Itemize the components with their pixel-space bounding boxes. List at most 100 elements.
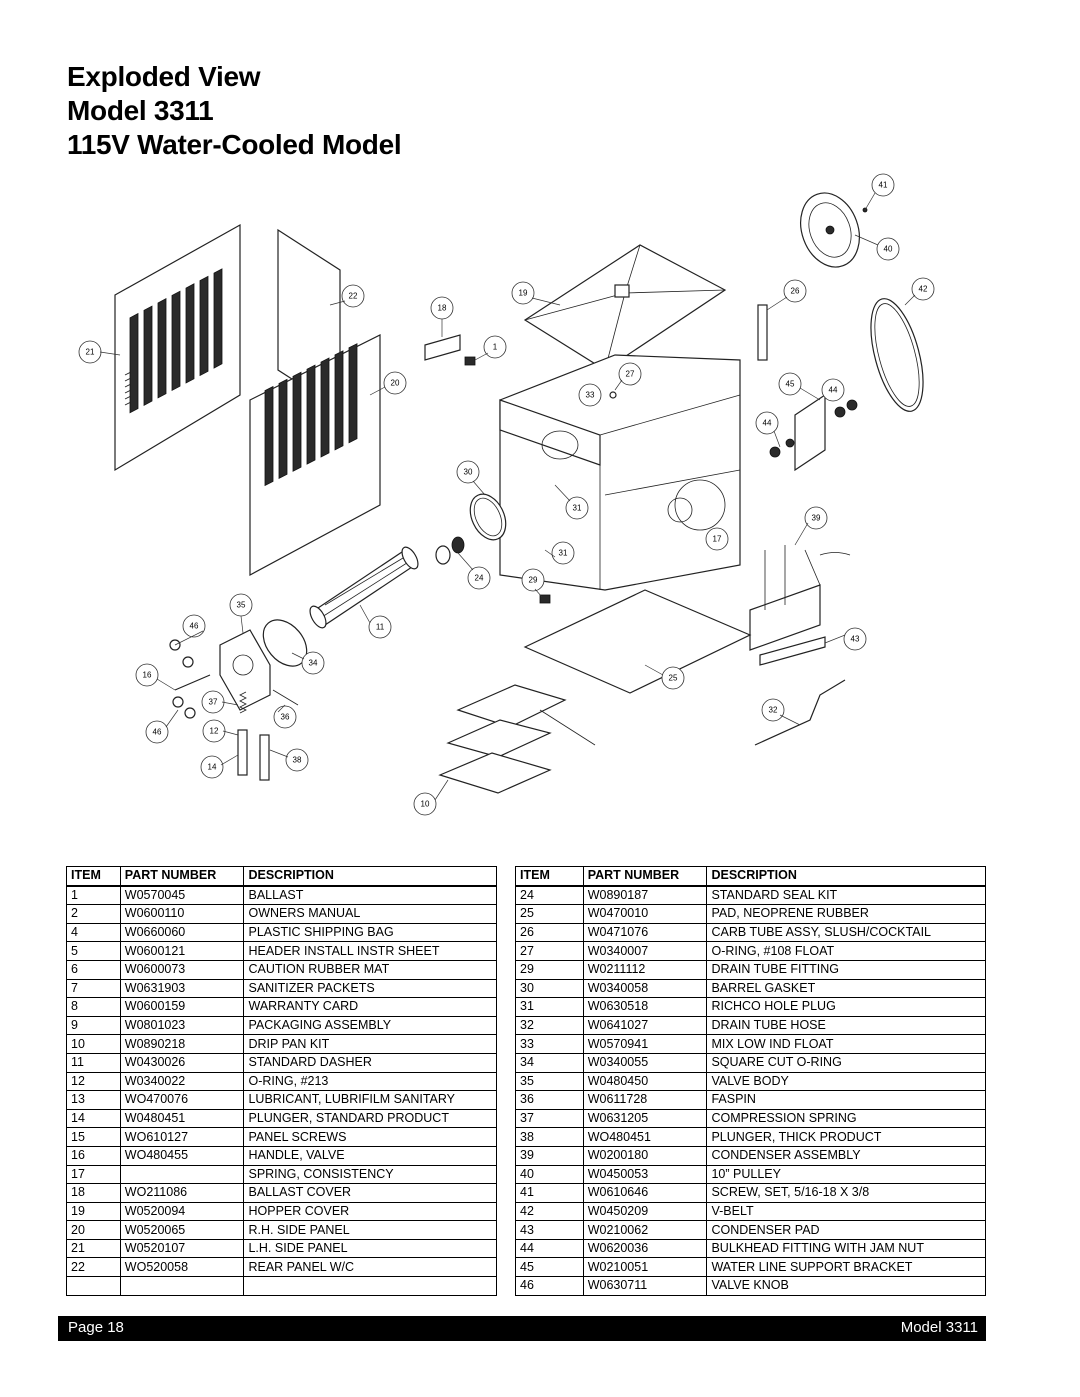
cell-description: LUBRICANT, LUBRIFILM SANITARY [243,1090,497,1110]
right-side-panel-drawing [249,334,381,577]
spring-plunger-drawing [237,689,299,781]
cell-item: 26 [515,922,584,943]
cell-description: DRIP PAN KIT [243,1034,497,1054]
callout-29: 29 [521,568,545,592]
cell-part-number [119,1276,245,1296]
callout-35: 35 [229,593,253,617]
cell-item: 6 [66,959,121,980]
cell-description: SQUARE CUT O-RING [706,1052,986,1073]
callout-22: 22 [341,284,365,308]
callout-14: 14 [200,755,224,779]
callout-label: 38 [293,756,302,765]
cell-item: 21 [66,1238,121,1259]
cell-description: CAUTION RUBBER MAT [243,959,497,980]
page-footer: Page 18 Model 3311 [58,1316,986,1341]
header-part-number: PART NUMBER [119,865,245,887]
cell-part-number: W0600121 [119,941,245,961]
callout-12: 12 [202,719,226,743]
cell-item: 30 [515,978,584,999]
callout-label: 18 [438,304,447,313]
cell-item: 31 [515,997,584,1017]
cell-part-number: W0471076 [582,922,708,943]
callout-label: 32 [769,706,778,715]
cell-part-number: W0430026 [119,1052,245,1073]
exploded-view-diagram: 41 40 42 26 19 22 18 1 21 20 27 33 45 44… [78,173,935,816]
callout-label: 21 [86,348,95,357]
callout-33: 33 [578,383,602,407]
cell-description: WATER LINE SUPPORT BRACKET [706,1257,986,1278]
callout-label: 31 [559,549,568,558]
cell-part-number: W0520065 [119,1220,245,1240]
callout-31: 31 [565,496,589,520]
cell-item: 34 [515,1052,584,1073]
cell-part-number: W0470010 [582,904,708,924]
cell-part-number: W0890187 [582,885,708,906]
cell-part-number: W0611728 [582,1090,708,1110]
barrel-gasket-drawing [469,493,507,541]
callout-44: 44 [755,411,779,435]
callout-label: 11 [376,623,385,632]
callout-46: 46 [145,720,169,744]
cell-description: DRAIN TUBE HOSE [706,1015,986,1036]
cell-item: 4 [66,922,121,943]
callout-label: 20 [391,379,400,388]
cell-item: 5 [66,941,121,961]
cell-item: 32 [515,1015,584,1036]
cell-item [66,1276,121,1296]
cell-part-number: W0631205 [582,1108,708,1129]
cell-item: 15 [66,1127,121,1147]
callout-36: 36 [273,705,297,729]
callout-16: 16 [135,663,159,687]
callout-30: 30 [456,460,480,484]
callout-label: 36 [281,713,290,722]
cell-description: VALVE KNOB [706,1276,986,1296]
cell-item: 46 [515,1276,584,1296]
cell-description: STANDARD DASHER [243,1052,497,1073]
callout-26: 26 [783,279,807,303]
cell-description: COMPRESSION SPRING [706,1108,986,1129]
callout-label: 30 [464,468,473,477]
callout-label: 41 [879,181,888,190]
cell-item: 38 [515,1127,584,1147]
cell-part-number: W0641027 [582,1015,708,1036]
cell-item: 44 [515,1238,584,1259]
cell-description: PLUNGER, STANDARD PRODUCT [243,1108,497,1129]
callout-40: 40 [876,237,900,261]
cell-description: WARRANTY CARD [243,997,497,1017]
cell-description: SCREW, SET, 5/16-18 X 3/8 [706,1183,986,1203]
title-line-3: 115V Water-Cooled Model [67,129,402,160]
water-line-bracket-drawing [769,393,858,472]
callout-39: 39 [804,506,828,530]
cell-item: 40 [515,1164,584,1185]
callout-label: 43 [851,635,860,644]
valve-knob-drawing [169,639,196,719]
cell-part-number: W0631903 [119,978,245,999]
callout-label: 14 [208,763,217,772]
cell-part-number [119,1164,245,1185]
cell-description: MIX LOW IND FLOAT [706,1034,986,1054]
cell-description: RICHCO HOLE PLUG [706,997,986,1017]
cell-part-number: WO211086 [119,1183,245,1203]
cell-description: V-BELT [706,1201,986,1222]
drain-tube-fitting-drawing [539,594,551,604]
drip-pan-kit-drawing [438,684,596,794]
cell-part-number: W0200180 [582,1145,708,1166]
cell-item: 19 [66,1201,121,1222]
